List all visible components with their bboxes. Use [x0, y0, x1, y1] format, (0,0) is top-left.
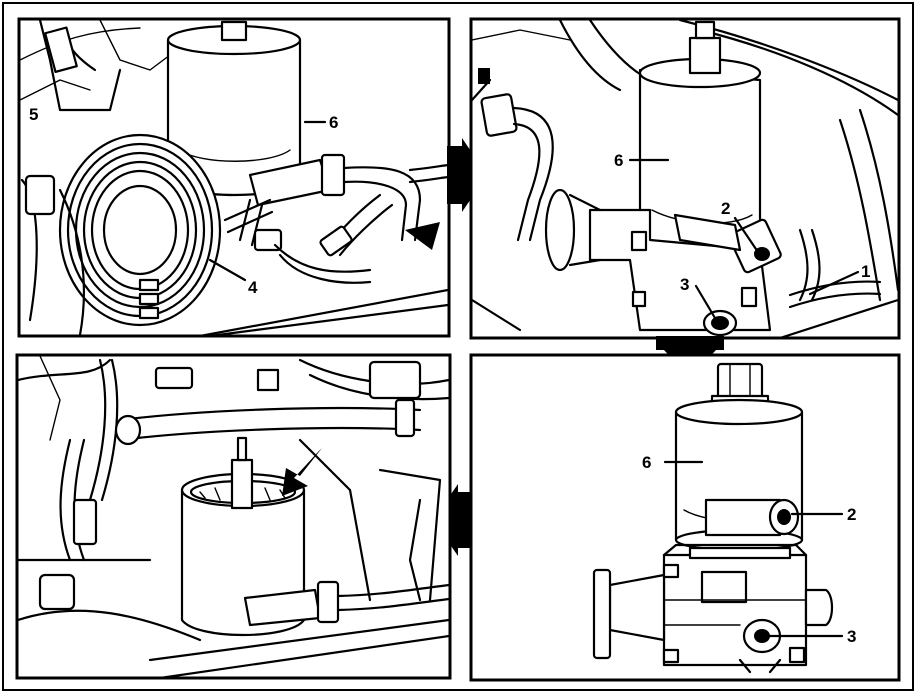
pump-reservoir-illustration [472, 20, 898, 337]
callout-6: 6 [642, 453, 651, 472]
callout-2: 2 [847, 505, 856, 524]
callout-6: 6 [614, 151, 623, 170]
callout-4: 4 [248, 278, 258, 297]
arrow-right-icon [447, 138, 487, 212]
panel-top-right: 6 2 3 1 [469, 17, 901, 340]
panel-top-left: 6 5 4 [17, 17, 451, 338]
callout-5: 5 [29, 105, 38, 124]
callout-1: 1 [861, 262, 870, 281]
callout-3: 3 [847, 627, 856, 646]
reservoir-top-illustration [18, 356, 449, 677]
panel-bottom-left [15, 353, 452, 680]
removed-pump-illustration [592, 362, 834, 674]
callout-2: 2 [721, 199, 730, 218]
pump-removal-illustration [20, 20, 448, 335]
arrow-left-icon [433, 484, 472, 556]
callout-6: 6 [329, 113, 338, 132]
callout-3: 3 [680, 275, 689, 294]
panel-bottom-right: 6 2 3 [469, 353, 901, 682]
